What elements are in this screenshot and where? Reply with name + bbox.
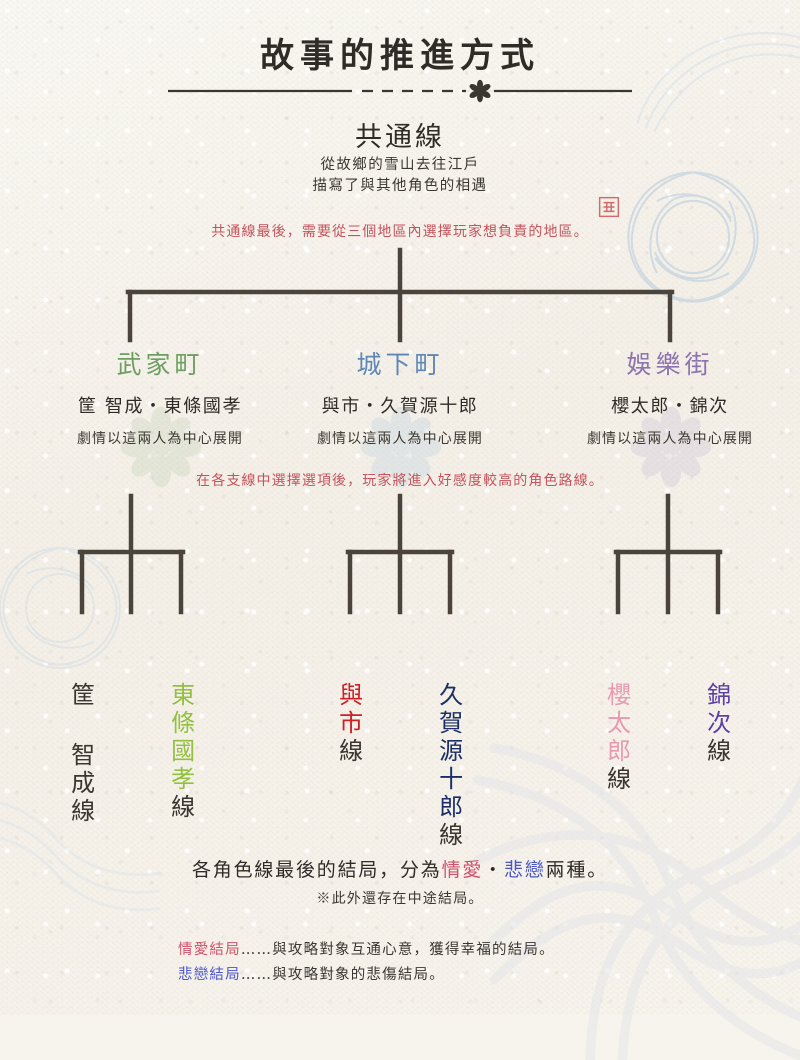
region-goraku-gai[interactable]: 娛樂街 櫻太郎・錦次 劇情以這兩人為中心展開 (540, 345, 800, 448)
route-yoichi-name: 與市 (334, 682, 363, 738)
common-route-description: 從故鄉的雪山去往江戶 描寫了與其他角色的相遇 (0, 155, 800, 197)
page-title: 故事的推進方式 (260, 36, 540, 76)
route-kinji-suffix: 線 (702, 738, 731, 766)
region-goraku-description: 劇情以這兩人為中心展開 (586, 431, 754, 447)
route-yoichi[interactable]: 與市線 (334, 618, 389, 766)
endings-summary: 各角色線最後的結局，分為情愛・悲戀兩種。 (0, 855, 800, 882)
region-buke-description: 劇情以這兩人為中心展開 (76, 431, 244, 447)
region-joka-machi[interactable]: 城下町 與市・久賀源十郎 劇情以這兩人為中心展開 (270, 345, 530, 448)
endings-love-word: 情愛 (441, 859, 484, 881)
route-kago-tomonari-suffix: 線 (66, 798, 95, 826)
route-tojo-kunitaka-suffix: 線 (166, 794, 195, 822)
branch-connector-lines (77, 247, 723, 615)
route-kuga-genjuro-suffix: 線 (434, 822, 463, 850)
route-kinji[interactable]: 錦次線 (702, 618, 757, 766)
red-seal-icon (598, 196, 620, 218)
common-route-title: 共通線 (355, 122, 445, 153)
branch-note: 在各支線中選擇選項後，玩家將進入好感度較高的角色路線。 (196, 473, 604, 489)
region-buke-name: 武家町 (116, 350, 204, 379)
route-kinji-name: 錦次 (702, 682, 731, 738)
legend-love-label: 情愛結局 (178, 942, 241, 958)
endings-summary-suffix: 兩種。 (545, 859, 609, 881)
route-tojo-kunitaka[interactable]: 東條國孝線 (166, 618, 221, 822)
legend-love-ending: 情愛結局……與攻略對象互通心意，獲得幸福的結局。 (178, 938, 555, 959)
legend-love-text: 與攻略對象互通心意，獲得幸福的結局。 (272, 942, 555, 958)
endings-subnote: ※此外還存在中途結局。 (316, 891, 484, 907)
common-route-note: 共通線最後，需要從三個地區內選擇玩家想負責的地區。 (211, 224, 589, 240)
legend-sad-ending: 悲戀結局……與攻略對象的悲傷結局。 (178, 963, 445, 984)
route-sakurataro-suffix: 線 (602, 766, 631, 794)
route-yoichi-suffix: 線 (334, 738, 363, 766)
route-kuga-genjuro-name: 久賀源十郎 (434, 682, 463, 822)
endings-summary-prefix: 各角色線最後的結局，分為 (191, 859, 442, 881)
endings-separator: ・ (483, 859, 504, 881)
flower-ornament-icon (469, 79, 491, 103)
region-joka-characters: 與市・久賀源十郎 (321, 396, 479, 417)
route-sakurataro-name: 櫻太郎 (602, 682, 631, 766)
route-kuga-genjuro[interactable]: 久賀源十郎線 (434, 618, 489, 850)
legend-love-dots: …… (240, 942, 273, 958)
endings-sad-word: 悲戀 (504, 859, 546, 881)
route-kago-tomonari[interactable]: 筐 智成線 (66, 618, 121, 826)
common-route-desc-line1: 從故鄉的雪山去往江戶 (320, 157, 480, 173)
legend-sad-text: 與攻略對象的悲傷結局。 (272, 967, 445, 983)
title-divider (168, 78, 632, 104)
route-tojo-kunitaka-name: 東條國孝 (166, 682, 195, 794)
region-joka-name: 城下町 (356, 350, 444, 379)
region-buke-characters: 筐 智成・東條國孝 (77, 396, 243, 417)
route-sakurataro[interactable]: 櫻太郎線 (602, 618, 657, 794)
common-route-desc-line2: 描寫了與其他角色的相遇 (312, 178, 488, 194)
route-kago-tomonari-name: 筐 智成 (66, 682, 95, 798)
region-goraku-name: 娛樂街 (626, 350, 714, 379)
region-buke-machi[interactable]: 武家町 筐 智成・東條國孝 劇情以這兩人為中心展開 (30, 345, 290, 448)
region-goraku-characters: 櫻太郎・錦次 (611, 396, 729, 417)
legend-sad-label: 悲戀結局 (178, 967, 241, 983)
legend-sad-dots: …… (240, 967, 273, 983)
region-joka-description: 劇情以這兩人為中心展開 (316, 431, 484, 447)
